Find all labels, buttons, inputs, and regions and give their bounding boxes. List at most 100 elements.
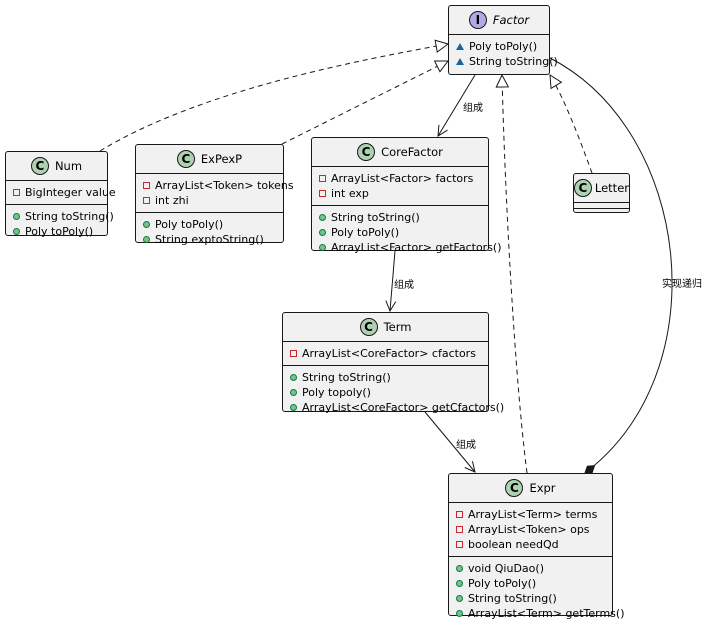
field-row: BigInteger value	[13, 185, 116, 200]
private-visibility-icon	[290, 350, 297, 357]
method-row: String toString()	[456, 54, 558, 69]
method-row: String exptoString()	[143, 232, 277, 247]
class-corefactor[interactable]: C CoreFactor ArrayList<Factor> factors in…	[311, 137, 502, 254]
class-methods: String toString() Poly toPoly()	[6, 205, 114, 243]
class-methods: String toString() Poly toPoly()ArrayList<…	[312, 206, 502, 259]
edge-expexp-factor	[281, 61, 448, 145]
method-row: Poly toPoly()	[456, 576, 606, 591]
class-factor-header: I Factor	[449, 6, 549, 35]
class-fields	[574, 203, 629, 209]
public-visibility-icon	[143, 221, 150, 228]
member-text: void QiuDao()	[468, 562, 544, 575]
class-icon: C	[505, 479, 524, 497]
method-row: Poly toPoly()	[143, 217, 277, 232]
member-text: Poly toPoly()	[155, 218, 224, 231]
member-text: String toString()	[25, 210, 114, 223]
class-name: Expr	[529, 481, 556, 495]
member-text: String toString()	[331, 211, 420, 224]
private-visibility-icon	[319, 190, 326, 197]
method-row: Poly topoly()	[290, 385, 482, 400]
member-text: String exptoString()	[155, 233, 264, 246]
public-visibility-icon	[13, 213, 20, 220]
edge-factor-corefactor	[438, 74, 476, 136]
private-visibility-icon	[456, 541, 463, 548]
public-visibility-icon	[456, 580, 463, 587]
member-text: Poly toPoly()	[331, 226, 400, 239]
method-row: String toString()	[13, 209, 114, 224]
member-text: ArrayList<Factor> factors	[331, 172, 474, 185]
member-text: String toString()	[302, 371, 391, 384]
public-visibility-icon	[456, 595, 463, 602]
public-visibility-icon	[13, 228, 20, 235]
member-text: String toString()	[469, 55, 558, 68]
class-fields: ArrayList<Factor> factors int exp	[312, 167, 488, 206]
class-icon: C	[176, 150, 195, 168]
class-term[interactable]: C Term ArrayList<CoreFactor> cfactors St…	[282, 312, 504, 415]
class-icon: C	[574, 179, 592, 197]
class-methods: Poly toPoly()String toString()	[449, 35, 558, 73]
public-visibility-icon	[290, 374, 297, 381]
member-text: boolean needQd	[468, 538, 559, 551]
member-text: String toString()	[468, 592, 557, 605]
public-visibility-icon	[143, 236, 150, 243]
class-letter[interactable]: C Letter	[573, 173, 630, 213]
method-row: ArrayList<CoreFactor> getCfactors()	[290, 400, 504, 415]
member-text: ArrayList<CoreFactor> cfactors	[302, 347, 476, 360]
method-row: String toString()	[456, 591, 606, 606]
class-methods	[574, 209, 629, 214]
member-text: int exp	[331, 187, 369, 200]
package-visibility-icon	[456, 43, 464, 50]
class-name: Letter	[594, 181, 629, 195]
member-text: int zhi	[155, 194, 189, 207]
field-row: boolean needQd	[456, 537, 606, 552]
member-text: Poly toPoly()	[25, 225, 94, 238]
class-name: Factor	[492, 13, 530, 27]
public-visibility-icon	[319, 214, 326, 221]
class-methods: void QiuDao()Poly toPoly()String toStrin…	[449, 557, 625, 625]
class-num[interactable]: C Num BigInteger value String toString()…	[5, 151, 116, 238]
method-row: void QiuDao()	[456, 561, 606, 576]
class-factor[interactable]: I Factor Poly toPoly()String toString()	[448, 5, 558, 75]
class-name: Term	[383, 320, 412, 334]
method-row: Poly toPoly()	[13, 224, 101, 239]
edge-corefactor-term	[390, 250, 395, 311]
member-text: Poly topoly()	[302, 386, 371, 399]
member-text: ArrayList<CoreFactor> getCfactors()	[302, 401, 505, 414]
private-visibility-icon	[319, 175, 326, 182]
field-row: int zhi	[143, 193, 277, 208]
member-text: ArrayList<Token> ops	[468, 523, 590, 536]
public-visibility-icon	[456, 565, 463, 572]
interface-icon: I	[468, 11, 487, 29]
public-visibility-icon	[319, 229, 326, 236]
private-visibility-icon	[143, 197, 150, 204]
class-fields: BigInteger value	[6, 181, 116, 205]
method-row: Poly toPoly()	[456, 39, 543, 54]
class-name: CoreFactor	[381, 145, 443, 159]
public-visibility-icon	[456, 610, 463, 617]
public-visibility-icon	[319, 244, 326, 251]
edge-term-expr	[424, 411, 475, 472]
class-num-header: C Num	[6, 152, 107, 181]
member-text: ArrayList<Term> getTerms()	[468, 607, 625, 620]
field-row: ArrayList<Term> terms	[456, 507, 606, 522]
method-row: String toString()	[290, 370, 482, 385]
edge-num-factor	[99, 44, 448, 152]
class-name: ExPexP	[200, 152, 243, 166]
private-visibility-icon	[13, 189, 20, 196]
method-row: ArrayList<Factor> getFactors()	[319, 240, 502, 255]
edge-letter-factor	[550, 75, 593, 174]
method-row: ArrayList<Term> getTerms()	[456, 606, 625, 621]
edge-factor-expr	[549, 57, 673, 474]
class-methods: Poly toPoly() String exptoString()	[136, 213, 283, 251]
class-icon: C	[357, 143, 376, 161]
member-text: ArrayList<Token> tokens	[155, 179, 294, 192]
field-row: int exp	[319, 186, 482, 201]
method-row: String toString()	[319, 210, 482, 225]
class-name: Num	[54, 159, 83, 173]
edge-label-factor-expr: 实现递归	[662, 279, 702, 290]
public-visibility-icon	[290, 404, 297, 411]
